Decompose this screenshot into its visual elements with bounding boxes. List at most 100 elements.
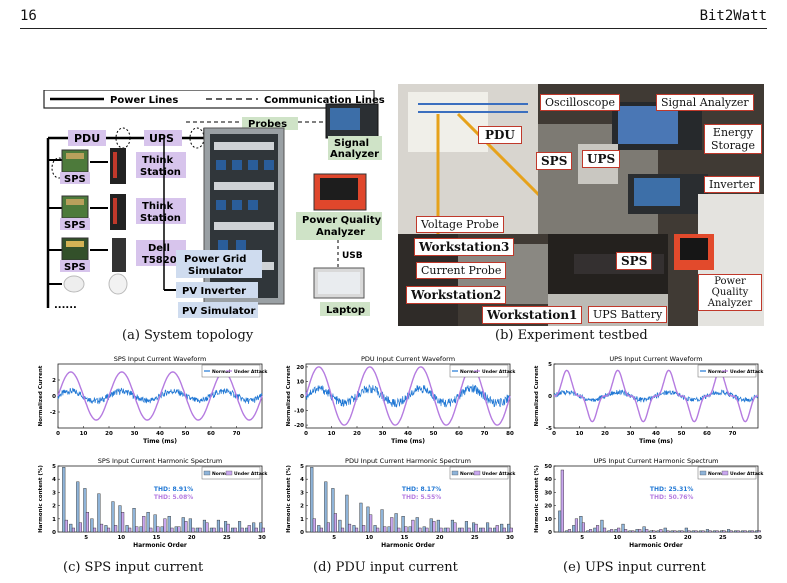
x-tick-label: 30 [754,535,762,541]
bar-normal [160,526,164,533]
bar-normal [97,493,101,533]
bar-under-attack [128,527,132,533]
bar-under-attack [624,529,628,533]
legend-label: Normal [460,471,479,477]
bar-normal [380,509,384,533]
y-tick-label: 0 [52,530,56,536]
x-tick-label: 10 [576,431,584,437]
pdu-label: PDU [74,132,100,145]
bar-normal [719,530,724,533]
bar-under-attack [411,519,415,533]
bar-normal [733,530,738,533]
bar-under-attack [135,526,139,533]
bar-normal [748,530,752,533]
bar-under-attack [495,525,499,533]
x-tick-label: 15 [649,535,657,541]
pv-inverter-label: PV Inverter [182,286,246,297]
bar-normal [174,526,178,533]
bar-normal [565,530,569,533]
sps-label-2: SPS [64,220,86,231]
thd-normal-annotation: THD: 25.31% [650,486,694,493]
label-sps-top: SPS [536,152,573,170]
label-voltage-probe: Voltage Probe [416,216,504,233]
y-tick-label: 40 [544,477,552,483]
legend-swatch [473,470,481,476]
bar-under-attack [610,529,614,533]
x-tick-label: 80 [506,431,514,437]
label-ups: UPS [582,150,621,168]
x-tick-label: 70 [233,431,241,437]
y-tick-label: 20 [296,365,304,371]
bar-normal [705,529,710,533]
bar-normal [607,530,611,533]
bar-under-attack [659,529,663,533]
label-ups-battery: UPS Battery [588,306,668,323]
bar-normal [181,517,185,533]
running-title: Bit2Watt [699,8,767,24]
bar-under-attack [715,530,719,533]
y-axis-label: Harmonic content (%) [534,465,540,533]
experiment-testbed-photo: Oscilloscope Signal Analyzer PDU SPS UPS… [398,84,764,326]
bar-normal [331,488,335,533]
bar-under-attack [369,514,373,533]
legend-communication-lines: Communication Lines [264,95,385,106]
bar-normal [628,530,632,533]
bar-normal [507,523,511,533]
bar-normal [237,521,242,533]
x-tick-label: 30 [131,431,139,437]
bar-under-attack [460,527,464,533]
bar-normal [401,516,405,533]
bar-under-attack [574,518,578,533]
bar-under-attack [652,530,656,533]
y-axis-label: Normalized Current [38,365,44,426]
bar-normal [600,519,604,533]
x-tick-label: 20 [105,431,113,437]
y-tick-label: 0 [548,530,552,536]
y-tick-label: -10 [294,409,304,415]
y-tick-label: 5 [548,362,552,368]
bar-under-attack [560,469,564,533]
x-tick-label: 15 [401,535,409,541]
y-tick-label: -2 [50,410,56,416]
bar-under-attack [319,527,323,533]
bar-under-attack [680,530,684,533]
y-tick-label: 1 [52,517,56,523]
bar-under-attack [383,526,387,533]
bar-normal [387,526,391,533]
label-signal-analyzer: Signal Analyzer [656,94,754,111]
x-tick-label: 10 [613,535,621,541]
bar-normal [726,529,731,533]
caption-a: (a) System topology [122,328,254,343]
series-under-attack-line [554,369,758,423]
label-energy-storage: Energy Storage [704,124,762,154]
bar-normal [338,519,342,533]
think-station-label-1: Think [142,155,173,166]
label-pq-analyzer: Power Quality Analyzer [698,274,762,311]
bar-under-attack [757,530,761,533]
y-tick-label: -20 [294,423,304,429]
x-tick-label: 50 [678,431,686,437]
bar-normal [691,530,695,533]
bar-under-attack [212,527,216,533]
y-tick-label: 4 [300,477,304,483]
bar-normal [167,516,171,533]
bar-normal [558,510,562,533]
x-tick-label: 0 [56,431,60,437]
svg-text:Analyzer: Analyzer [330,149,379,160]
bar-under-attack [736,530,740,533]
y-tick-label: 0 [300,394,304,400]
x-tick-label: 10 [117,535,125,541]
x-tick-label: 60 [207,431,215,437]
thd-attack-annotation: THD: 5.55% [402,494,441,501]
x-tick-label: 15 [153,535,161,541]
bar-under-attack [205,522,209,533]
caption-c: (c) SPS input current [63,560,204,575]
bar-under-attack [149,527,153,533]
page-number: 16 [20,8,37,24]
bar-under-attack [333,513,337,533]
x-tick-label: 20 [353,431,361,437]
